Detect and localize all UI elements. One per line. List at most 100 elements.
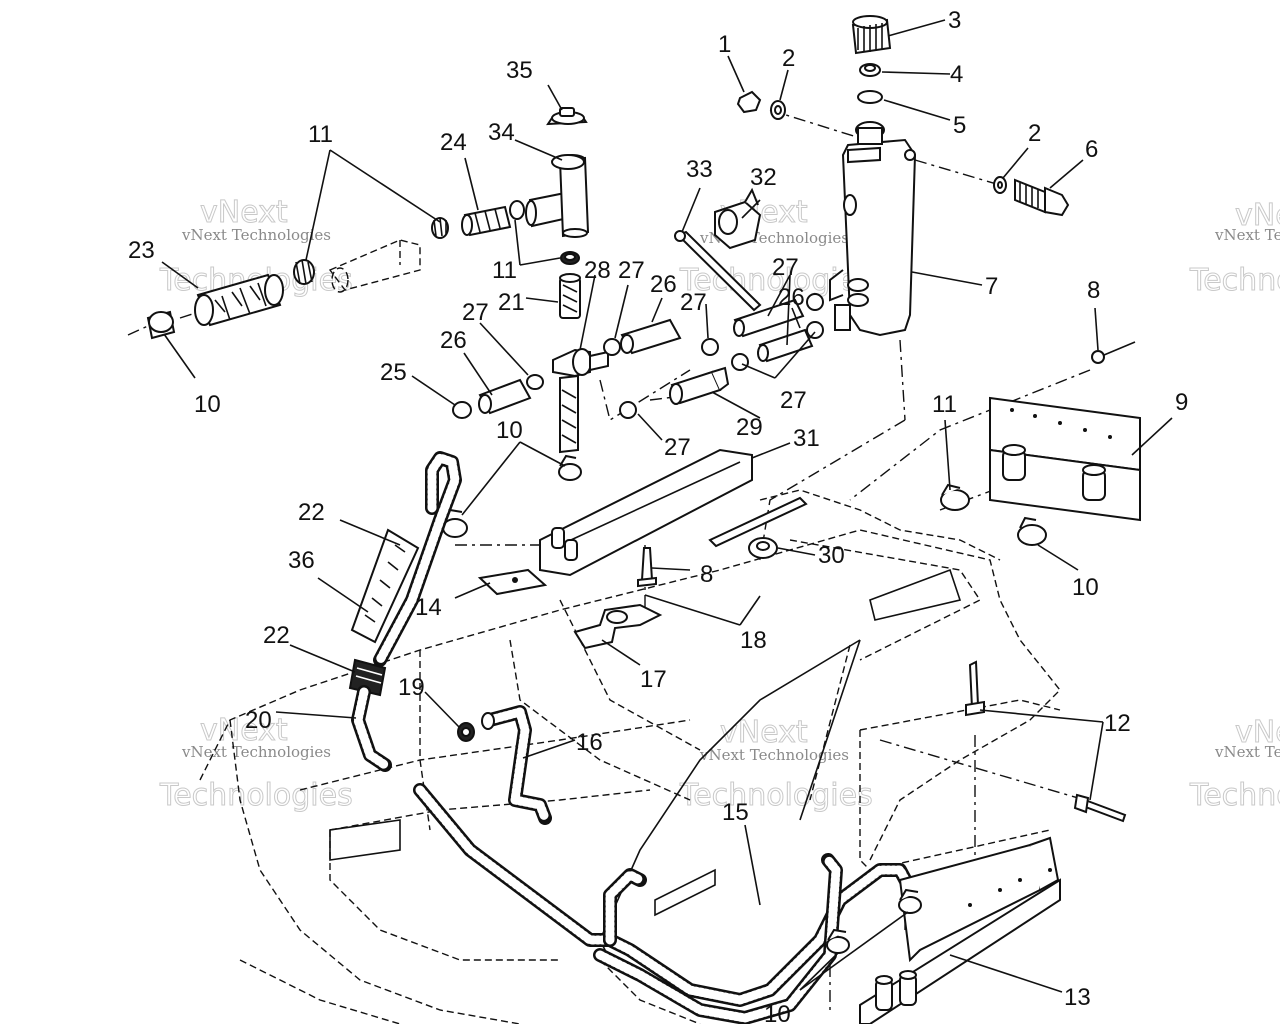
callout-26-a: 26 xyxy=(650,271,677,298)
bracket-rivet xyxy=(1091,341,1136,364)
radiator-31 xyxy=(539,448,753,577)
callout-labels: 1 2 3 4 5 2 6 7 8 9 11 10 11 23 24 34 35… xyxy=(128,7,1188,1024)
callout-16: 16 xyxy=(576,729,603,756)
tank-bolt xyxy=(1014,178,1070,217)
callout-3: 3 xyxy=(948,7,961,34)
callout-27-e: 27 xyxy=(780,387,807,414)
cap-seal xyxy=(859,63,881,77)
callout-11-center: 11 xyxy=(492,257,517,284)
watermark-vnext: vNext xyxy=(720,715,808,750)
callout-9: 9 xyxy=(1175,389,1188,416)
watermark-text: vNext Technologies xyxy=(181,743,331,761)
plate-14 xyxy=(477,568,548,596)
clamp-27-a xyxy=(603,338,621,356)
coolant-tank xyxy=(829,121,917,337)
coolant-hose-upper-20 xyxy=(373,451,462,667)
long-hose-left xyxy=(413,783,617,947)
hose-clamp-left xyxy=(146,310,176,340)
hose-coupler-22 xyxy=(348,658,387,697)
callout-32: 32 xyxy=(750,164,777,191)
hose-segment-vertical xyxy=(559,374,579,454)
clamp-25 xyxy=(452,401,472,419)
callout-13: 13 xyxy=(1064,984,1091,1011)
watermark-technologies: Technologies xyxy=(159,778,353,813)
grommet-30 xyxy=(748,537,778,559)
chassis-outline xyxy=(199,489,1061,1024)
watermark-technologies: Technologies xyxy=(1189,778,1280,813)
watermark-bottom-right: vNext vNext Technologies Technologies xyxy=(1189,715,1280,814)
watermark-bottom-center: vNext vNext Technologies Technologies xyxy=(679,715,874,814)
callout-11-left: 11 xyxy=(308,121,333,148)
clamp-27-b xyxy=(701,338,719,356)
bracket-17 xyxy=(573,603,663,650)
clamp-10-lower-b xyxy=(898,888,922,914)
watermark-technologies: Technologies xyxy=(1189,263,1280,298)
rivet-12-upper xyxy=(965,660,985,717)
hose-26-right-upper xyxy=(733,298,805,338)
clamp-27-f xyxy=(731,353,749,371)
tank-cap xyxy=(851,15,892,55)
callout-10-center: 10 xyxy=(496,417,523,444)
pressure-cap xyxy=(546,107,588,126)
callout-35: 35 xyxy=(506,57,533,84)
clamp-10-center xyxy=(558,454,582,481)
watermark-top-right: vNext vNext Technologies Technologies xyxy=(1189,198,1280,299)
callout-29: 29 xyxy=(736,414,763,441)
callout-25: 25 xyxy=(380,359,407,386)
long-hose-15 xyxy=(593,853,915,1024)
clamp-27-left xyxy=(526,374,544,390)
callout-6: 6 xyxy=(1085,136,1098,163)
callout-8: 8 xyxy=(1087,277,1100,304)
watermark-vnext: vNext xyxy=(1235,715,1280,750)
watermark-vnext: vNext xyxy=(200,713,288,748)
callout-24: 24 xyxy=(440,129,467,156)
clamp-27-e xyxy=(806,321,824,339)
watermark-vnext: vNext xyxy=(200,195,288,230)
callout-26-b: 26 xyxy=(440,327,467,354)
callout-22-upper: 22 xyxy=(298,499,325,526)
hose-26-left xyxy=(478,378,532,415)
water-pump-outlet-phantom xyxy=(328,239,421,293)
hose-segment-24 xyxy=(461,205,512,237)
callout-15: 15 xyxy=(722,799,749,826)
check-valve-29 xyxy=(669,366,730,405)
hose-26-upper xyxy=(620,318,682,355)
hose-26-right-lower xyxy=(757,328,814,363)
radiator-hose-short xyxy=(194,273,284,327)
hose-clamp-right-upper xyxy=(940,483,970,511)
callout-17: 17 xyxy=(640,666,667,693)
heat-shield-22-36 xyxy=(350,528,420,644)
watermark-vnext: vNext xyxy=(1235,198,1280,233)
callout-11-right: 11 xyxy=(932,391,957,418)
clamp-27-d xyxy=(806,293,824,311)
watermark-bottom-left: vNext vNext Technologies Technologies xyxy=(159,713,354,814)
tank-washer-left xyxy=(770,100,786,120)
callout-27-a: 27 xyxy=(618,257,645,284)
clamp-10-lower-a xyxy=(826,928,850,954)
watermark-top-center: vNext vNext Technologies Technologies xyxy=(679,195,874,299)
callout-27-b: 27 xyxy=(680,289,707,316)
callout-26-c: 26 xyxy=(778,284,805,311)
callout-10-right: 10 xyxy=(1072,574,1099,601)
sensor-wire-33 xyxy=(674,230,762,312)
watermark-technologies: Technologies xyxy=(679,778,873,813)
callout-30: 30 xyxy=(818,542,845,569)
tank-nut xyxy=(736,90,762,114)
callout-27-d: 27 xyxy=(772,254,799,281)
callout-7: 7 xyxy=(985,273,998,300)
callout-34: 34 xyxy=(488,119,515,146)
rivet-12-lower xyxy=(1073,793,1127,823)
callout-27-f: 27 xyxy=(664,434,691,461)
clamp-11-lower xyxy=(560,251,580,265)
callout-10-left: 10 xyxy=(194,391,221,418)
callout-12: 12 xyxy=(1104,710,1131,737)
leader-lines xyxy=(161,19,1173,993)
callout-10-bottom: 10 xyxy=(764,1001,791,1024)
callout-22-lower: 22 xyxy=(263,622,290,649)
callout-36: 36 xyxy=(288,547,315,574)
clamp-27-c xyxy=(619,401,637,419)
callout-21: 21 xyxy=(498,289,525,316)
watermark-text: vNext Technologies xyxy=(181,226,331,244)
spring-clamp-upper-left xyxy=(431,217,449,239)
